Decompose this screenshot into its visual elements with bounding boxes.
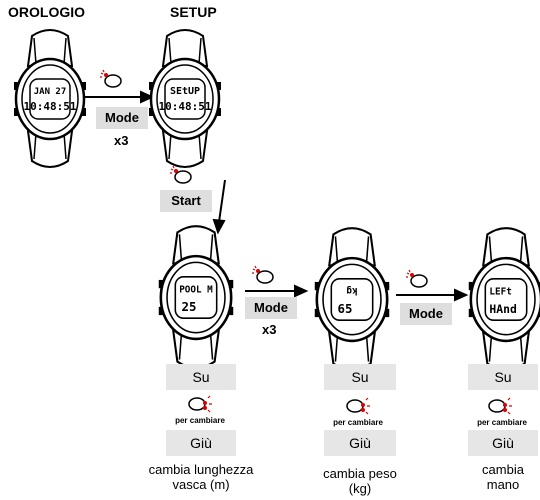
- title-setup: SETUP: [170, 4, 217, 20]
- change-press-icon: [346, 397, 370, 415]
- down-button-label: Giù: [166, 430, 236, 456]
- caption-line: cambia peso: [323, 466, 397, 481]
- to-change-label: per cambiare: [333, 418, 383, 427]
- mode-press-icon: [406, 269, 428, 288]
- lcd-line2: 10:48:51: [159, 100, 212, 113]
- down-button-label: Giù: [468, 430, 538, 456]
- watch-face-setup: SEtUP 10:48:51: [149, 29, 221, 168]
- up-button-label: Su: [468, 364, 538, 390]
- to-change-label: per cambiare: [477, 418, 527, 427]
- lcd-line2: 65: [338, 301, 353, 316]
- to-change-label: per cambiare: [175, 416, 225, 425]
- caption-line: mano: [486, 477, 520, 492]
- start-press-icon: [170, 165, 192, 184]
- lcd-line2: 10:48:51: [24, 100, 77, 113]
- lcd-line1: kg: [346, 285, 357, 296]
- watch-face-weight: kg 65: [314, 227, 390, 371]
- arrows: [82, 90, 469, 302]
- watch-face-hand: LEFt HAnd: [468, 227, 540, 371]
- caption-hand: cambia mano: [468, 462, 538, 492]
- caption-pool: cambia lunghezza vasca (m): [136, 462, 266, 492]
- change-press-icon: [188, 395, 212, 413]
- lcd-line2: HAnd: [489, 302, 516, 316]
- caption-line: cambia lunghezza: [148, 462, 254, 477]
- title-orologio: OROLOGIO: [8, 4, 85, 20]
- caption-line: cambia: [482, 462, 524, 477]
- lcd-line1: LEFt: [489, 286, 511, 297]
- change-press-icon: [488, 397, 512, 415]
- caption-line: (kg): [348, 481, 372, 496]
- mode-press-icon: [252, 265, 274, 284]
- down-button-label: Giù: [324, 430, 396, 456]
- mode-button-label: Mode: [245, 297, 297, 319]
- watch-face-clock: JAN 27 10:48:51: [14, 29, 86, 168]
- mode-button-label: Mode: [400, 303, 452, 325]
- caption-weight: cambia peso (kg): [310, 466, 410, 496]
- lcd-line1: POOL M: [179, 284, 213, 295]
- caption-line: vasca (m): [172, 477, 230, 492]
- watch-face-pool: POOL M 25: [158, 225, 234, 369]
- up-button-label: Su: [324, 364, 396, 390]
- start-button-label: Start: [160, 190, 212, 212]
- lcd-line2: 25: [182, 299, 197, 314]
- mode-press-icon: [100, 69, 122, 88]
- mode-button-label: Mode: [96, 107, 148, 129]
- mode-repeat-count: x3: [114, 133, 129, 148]
- lcd-line1: JAN 27: [34, 87, 67, 97]
- lcd-line1: SEtUP: [170, 86, 200, 97]
- mode-repeat-count: x3: [262, 322, 277, 337]
- up-button-label: Su: [166, 364, 236, 390]
